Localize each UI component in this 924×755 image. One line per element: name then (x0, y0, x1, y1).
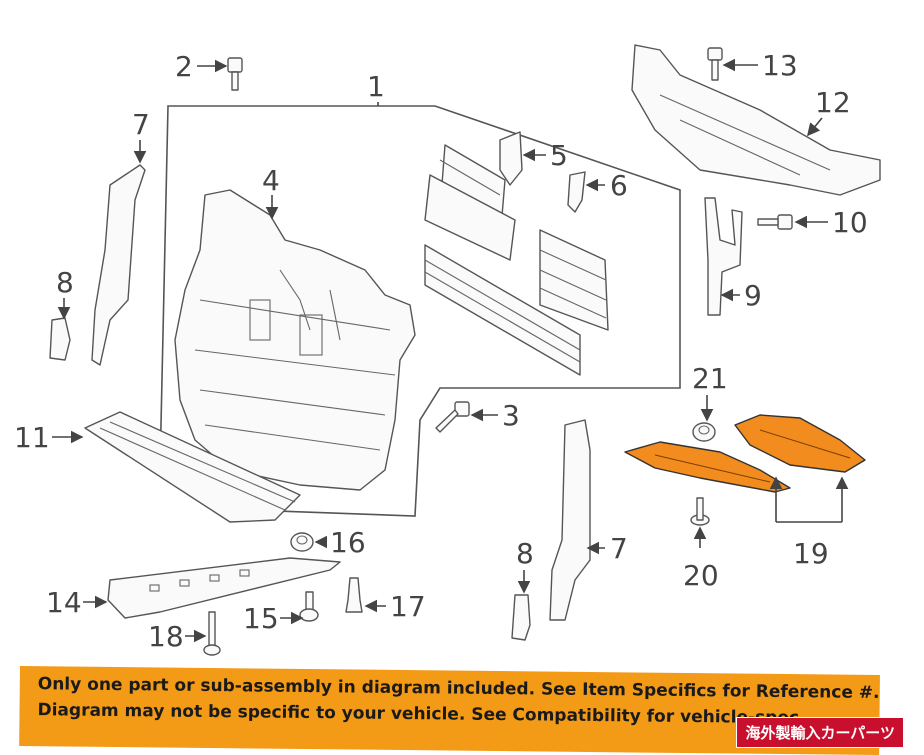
callout-7-left: 7 (132, 108, 150, 141)
stud-15 (299, 591, 319, 622)
callout-11: 11 (14, 421, 50, 454)
grille-shutter-lower (424, 244, 581, 376)
callout-14: 14 (46, 586, 82, 619)
seller-watermark: 海外製輸入カーパーツ (736, 717, 904, 748)
callout-17: 17 (390, 590, 426, 623)
bolt-2 (227, 57, 243, 91)
callout-16: 16 (330, 526, 366, 559)
callout-1: 1 (367, 70, 385, 103)
callout-13: 13 (762, 49, 798, 82)
bolt-20 (690, 497, 710, 526)
callout-8-left: 8 (56, 266, 74, 299)
lower-air-deflector (107, 557, 341, 619)
clip-17 (345, 577, 363, 613)
clip-18 (203, 611, 221, 656)
bracket-5 (499, 131, 523, 186)
callout-20: 20 (683, 559, 719, 592)
bolt-10 (757, 214, 793, 230)
radiator-support-frame (174, 189, 416, 491)
upper-cover (631, 44, 881, 196)
callout-9: 9 (744, 279, 762, 312)
grille-shutter-upper (424, 144, 516, 261)
air-deflector-right (549, 419, 591, 621)
callout-18: 18 (148, 620, 184, 653)
callout-10: 10 (832, 206, 868, 239)
callout-8-right: 8 (516, 537, 534, 570)
air-deflector-left (91, 164, 146, 366)
nut-21 (692, 422, 716, 442)
callout-5: 5 (550, 139, 568, 172)
callout-12: 12 (815, 86, 851, 119)
bracket-8-right (511, 594, 531, 641)
underbody-shield-19 (624, 414, 866, 493)
bracket-6 (567, 171, 586, 213)
grille-shutter-right (539, 229, 609, 331)
callout-7-right: 7 (610, 532, 628, 565)
disclaimer-line-2: Diagram may not be specific to your vehi… (37, 700, 800, 729)
bolt-13 (707, 47, 723, 81)
callout-15: 15 (243, 602, 279, 635)
bracket-9 (704, 197, 743, 316)
callout-4: 4 (262, 164, 280, 197)
callout-3: 3 (502, 399, 520, 432)
lower-air-shield (84, 411, 301, 523)
callout-19: 19 (793, 537, 829, 570)
disclaimer-line-1: Only one part or sub-assembly in diagram… (37, 674, 880, 704)
callout-2: 2 (175, 50, 193, 83)
callout-6: 6 (610, 169, 628, 202)
bolt-3 (435, 401, 470, 433)
bracket-8-left (49, 317, 71, 361)
nut-16 (290, 532, 314, 552)
callout-21: 21 (692, 362, 728, 395)
